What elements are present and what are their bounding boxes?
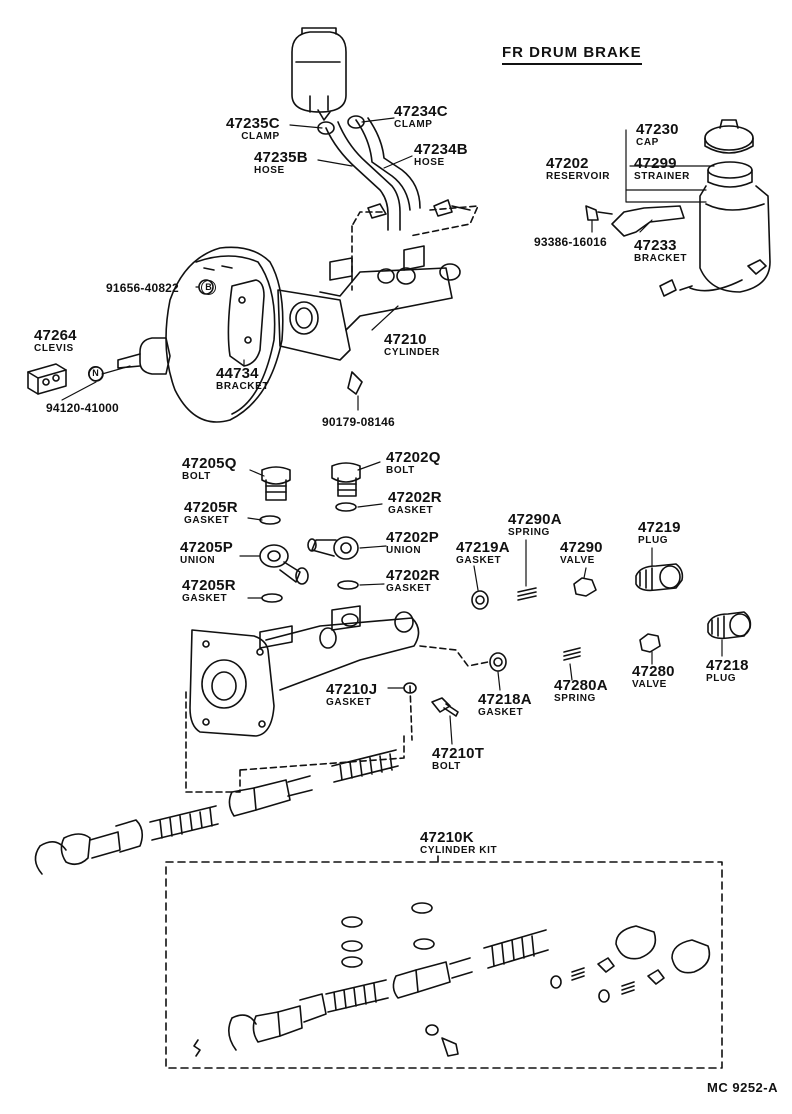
piston-assembly-drawing: [34, 749, 399, 875]
cylinder-kit-parts-drawing: [193, 902, 711, 1057]
part-label-90179: 90179-08146: [322, 415, 395, 429]
gasket-drawings: [259, 502, 507, 694]
hose-drawing: [317, 115, 479, 291]
bolt-47205q-drawing: [261, 466, 291, 501]
bolt-47202q-drawing: [331, 462, 361, 497]
brake-booster-drawing: [117, 246, 284, 423]
upper-reservoir-drawing: [291, 27, 347, 121]
bracket-44734-drawing: [227, 279, 265, 367]
page-title: FR DRUM BRAKE: [502, 44, 642, 65]
part-label-91656: 91656-40822: [106, 281, 179, 295]
bolt-47210t-drawing: [431, 697, 459, 717]
plug-47218-drawing: [707, 611, 752, 640]
callout-n: N: [88, 366, 103, 381]
callout-b: B: [201, 280, 216, 295]
right-reservoir-drawing: [585, 119, 771, 297]
dashed-guide-lines: [185, 645, 489, 793]
leader-lines: [61, 117, 723, 745]
union-47202p-drawing: [307, 536, 359, 560]
upper-master-cylinder-drawing: [277, 245, 461, 395]
clevis-drawing: [27, 363, 67, 395]
part-label-94120: 94120-41000: [46, 401, 119, 415]
plug-47219-drawing: [635, 563, 684, 592]
diagram-code: MC 9252-A: [707, 1080, 778, 1095]
cylinder-kit-box: [165, 855, 723, 1069]
union-47205p-drawing: [259, 544, 309, 585]
lower-master-cylinder-drawing: [189, 605, 420, 737]
part-label-93386: 93386-16016: [534, 235, 607, 249]
spring-valve-drawings: [517, 577, 661, 661]
